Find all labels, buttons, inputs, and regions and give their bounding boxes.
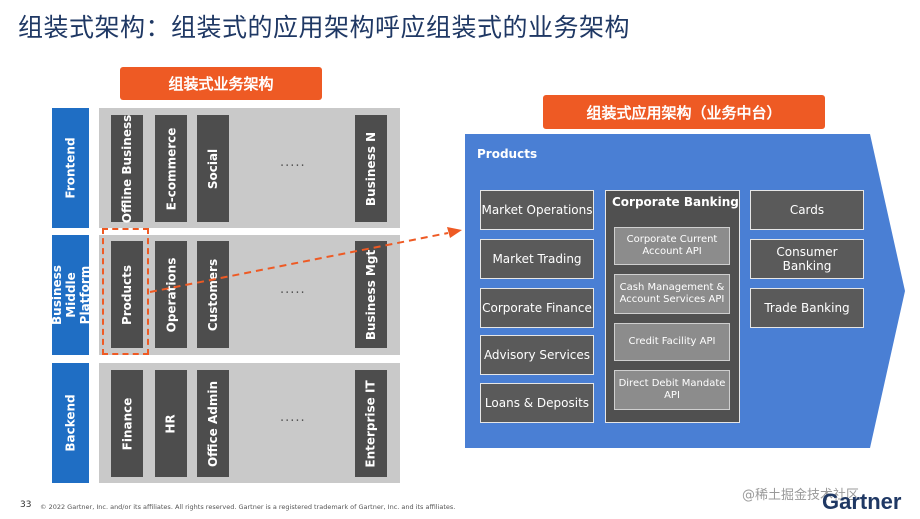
column-e-commerce: E-commerce <box>155 115 187 222</box>
frontend-band <box>99 108 400 228</box>
column-products: Products <box>111 241 143 348</box>
api-credit-facility: Credit Facility API <box>614 323 730 361</box>
ellipsis: ..... <box>280 282 306 297</box>
item-cards: Cards <box>750 190 864 230</box>
column-business-mgt: Business Mgt <box>355 241 387 348</box>
page-number: 33 <box>20 500 32 510</box>
item-market-trading: Market Trading <box>480 239 594 279</box>
column-social: Social <box>197 115 229 222</box>
item-advisory-services: Advisory Services <box>480 335 594 375</box>
business-arch-label: 组装式业务架构 <box>120 67 322 100</box>
item-trade-banking: Trade Banking <box>750 288 864 328</box>
column-operations: Operations <box>155 241 187 348</box>
column-office-admin: Office Admin <box>197 370 229 477</box>
app-arch-label: 组装式应用架构（业务中台） <box>543 95 825 129</box>
api-cash-management: Cash Management & Account Services API <box>614 274 730 314</box>
api-corporate-current-account: Corporate Current Account API <box>614 227 730 265</box>
ellipsis: ..... <box>280 155 306 170</box>
connector-arrowhead <box>447 227 462 238</box>
backend-band <box>99 363 400 483</box>
row-label-frontend: Frontend <box>52 108 89 228</box>
gartner-logo: Gartner <box>822 489 902 514</box>
item-corporate-finance: Corporate Finance <box>480 288 594 328</box>
item-loans-deposits: Loans & Deposits <box>480 383 594 423</box>
row-label-business-middle-platform: Business Middle Platform <box>50 235 92 355</box>
products-highlight <box>102 228 149 355</box>
row-label-backend: Backend <box>52 363 89 483</box>
connector-arrow <box>149 232 449 293</box>
api-direct-debit-mandate: Direct Debit Mandate API <box>614 370 730 410</box>
page-title: 组装式架构：组装式的应用架构呼应组装式的业务架构 <box>18 13 631 42</box>
column-enterprise-it: Enterprise IT <box>355 370 387 477</box>
copyright-text: © 2022 Gartner, Inc. and/or its affiliat… <box>40 503 456 511</box>
item-market-operations: Market Operations <box>480 190 594 230</box>
products-section-label: Products <box>477 147 538 161</box>
column-business-n: Business N <box>355 115 387 222</box>
column-hr: HR <box>155 370 187 477</box>
column-offline-business: Offline Business <box>111 114 143 223</box>
item-consumer-banking: Consumer Banking <box>750 239 864 279</box>
watermark: @稀土掘金技术社区 <box>742 488 860 503</box>
ellipsis: ..... <box>280 410 306 425</box>
column-finance: Finance <box>111 370 143 477</box>
corporate-banking-title: Corporate Banking <box>612 195 739 209</box>
middle-band <box>99 235 400 355</box>
column-customers: Customers <box>197 241 229 348</box>
